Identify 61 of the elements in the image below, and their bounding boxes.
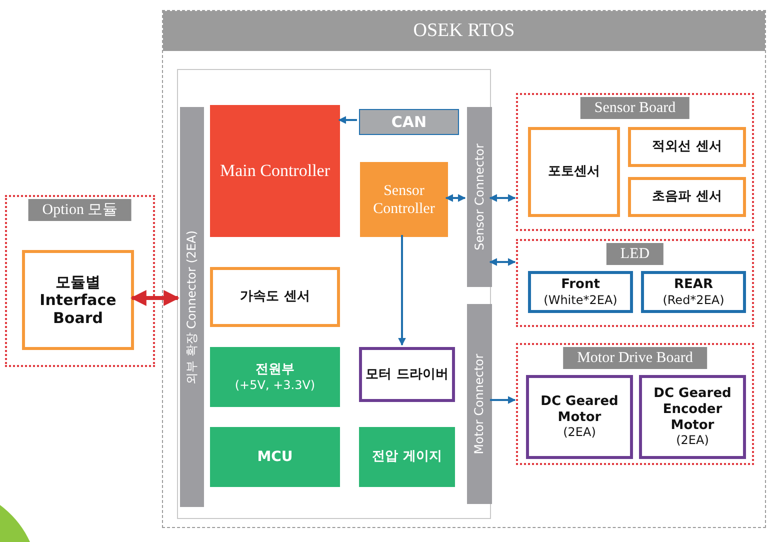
connector-label: Sensor Connector	[472, 144, 486, 250]
box-title: Front	[560, 277, 601, 293]
box-note: (Red*2EA)	[662, 292, 726, 307]
box-title: Sensor Controller	[372, 182, 436, 218]
arrow	[445, 194, 466, 202]
group-frame	[516, 239, 754, 327]
system-frame	[162, 10, 766, 528]
arrow	[490, 396, 516, 404]
interface-box	[22, 250, 134, 350]
sensor-box	[210, 267, 340, 327]
box-title: 포토센서	[547, 164, 601, 180]
connector-label: Motor Connector	[472, 354, 486, 454]
board-panel	[177, 69, 491, 519]
connector-bar	[467, 304, 492, 504]
group-frame	[516, 93, 754, 231]
box-title: 전압 게이지	[371, 449, 443, 465]
sensor-box	[628, 127, 746, 167]
box-note: (White*2EA)	[542, 292, 618, 307]
motor-box	[526, 375, 633, 459]
arrow	[489, 258, 516, 266]
motor-box	[639, 375, 746, 459]
box-title: Main Controller	[218, 160, 331, 182]
box-title: 전원부	[254, 362, 296, 378]
title-band: OSEK RTOS	[163, 11, 765, 51]
module-box	[210, 347, 340, 407]
arrow	[489, 194, 516, 202]
box-title: REAR	[673, 277, 714, 293]
group-header: Sensor Board	[580, 97, 690, 119]
box-title: DC Geared Encoder Motor	[652, 386, 732, 434]
led-box	[528, 271, 633, 313]
connector-bar	[180, 107, 204, 507]
sensor-box	[628, 177, 746, 217]
box-title: MCU	[256, 448, 294, 466]
group-header: Motor Drive Board	[563, 347, 707, 369]
arrow	[130, 290, 180, 306]
group-header: LED	[606, 243, 664, 265]
sensor-box	[528, 127, 620, 217]
group-header: Option 모듈	[28, 199, 132, 221]
module-box	[359, 427, 455, 487]
led-box	[641, 271, 746, 313]
box-title: 모터 드라이버	[364, 366, 450, 382]
box-title: 초음파 센서	[651, 189, 723, 205]
driver-box	[359, 347, 455, 402]
box-title: 모듈별 Interface Board	[38, 273, 118, 327]
arrow	[338, 116, 357, 124]
box-note: (2EA)	[562, 425, 597, 440]
group-frame	[516, 343, 754, 465]
connector-label: 외부 확장 Connector (2EA)	[184, 230, 200, 384]
group-frame	[5, 195, 155, 367]
box-note: (+5V, +3.3V)	[234, 378, 316, 392]
arrow	[398, 235, 406, 346]
controller-box	[360, 162, 448, 237]
box-note: (2EA)	[675, 433, 710, 448]
box-title: CAN	[390, 113, 428, 131]
bus-box	[359, 109, 459, 135]
controller-box	[210, 105, 340, 237]
connector-bar	[467, 107, 492, 287]
box-title: 가속도 센서	[239, 289, 311, 305]
module-box	[210, 427, 340, 487]
box-title: 적외선 센서	[651, 139, 723, 155]
box-title: DC Geared Motor	[540, 394, 620, 426]
